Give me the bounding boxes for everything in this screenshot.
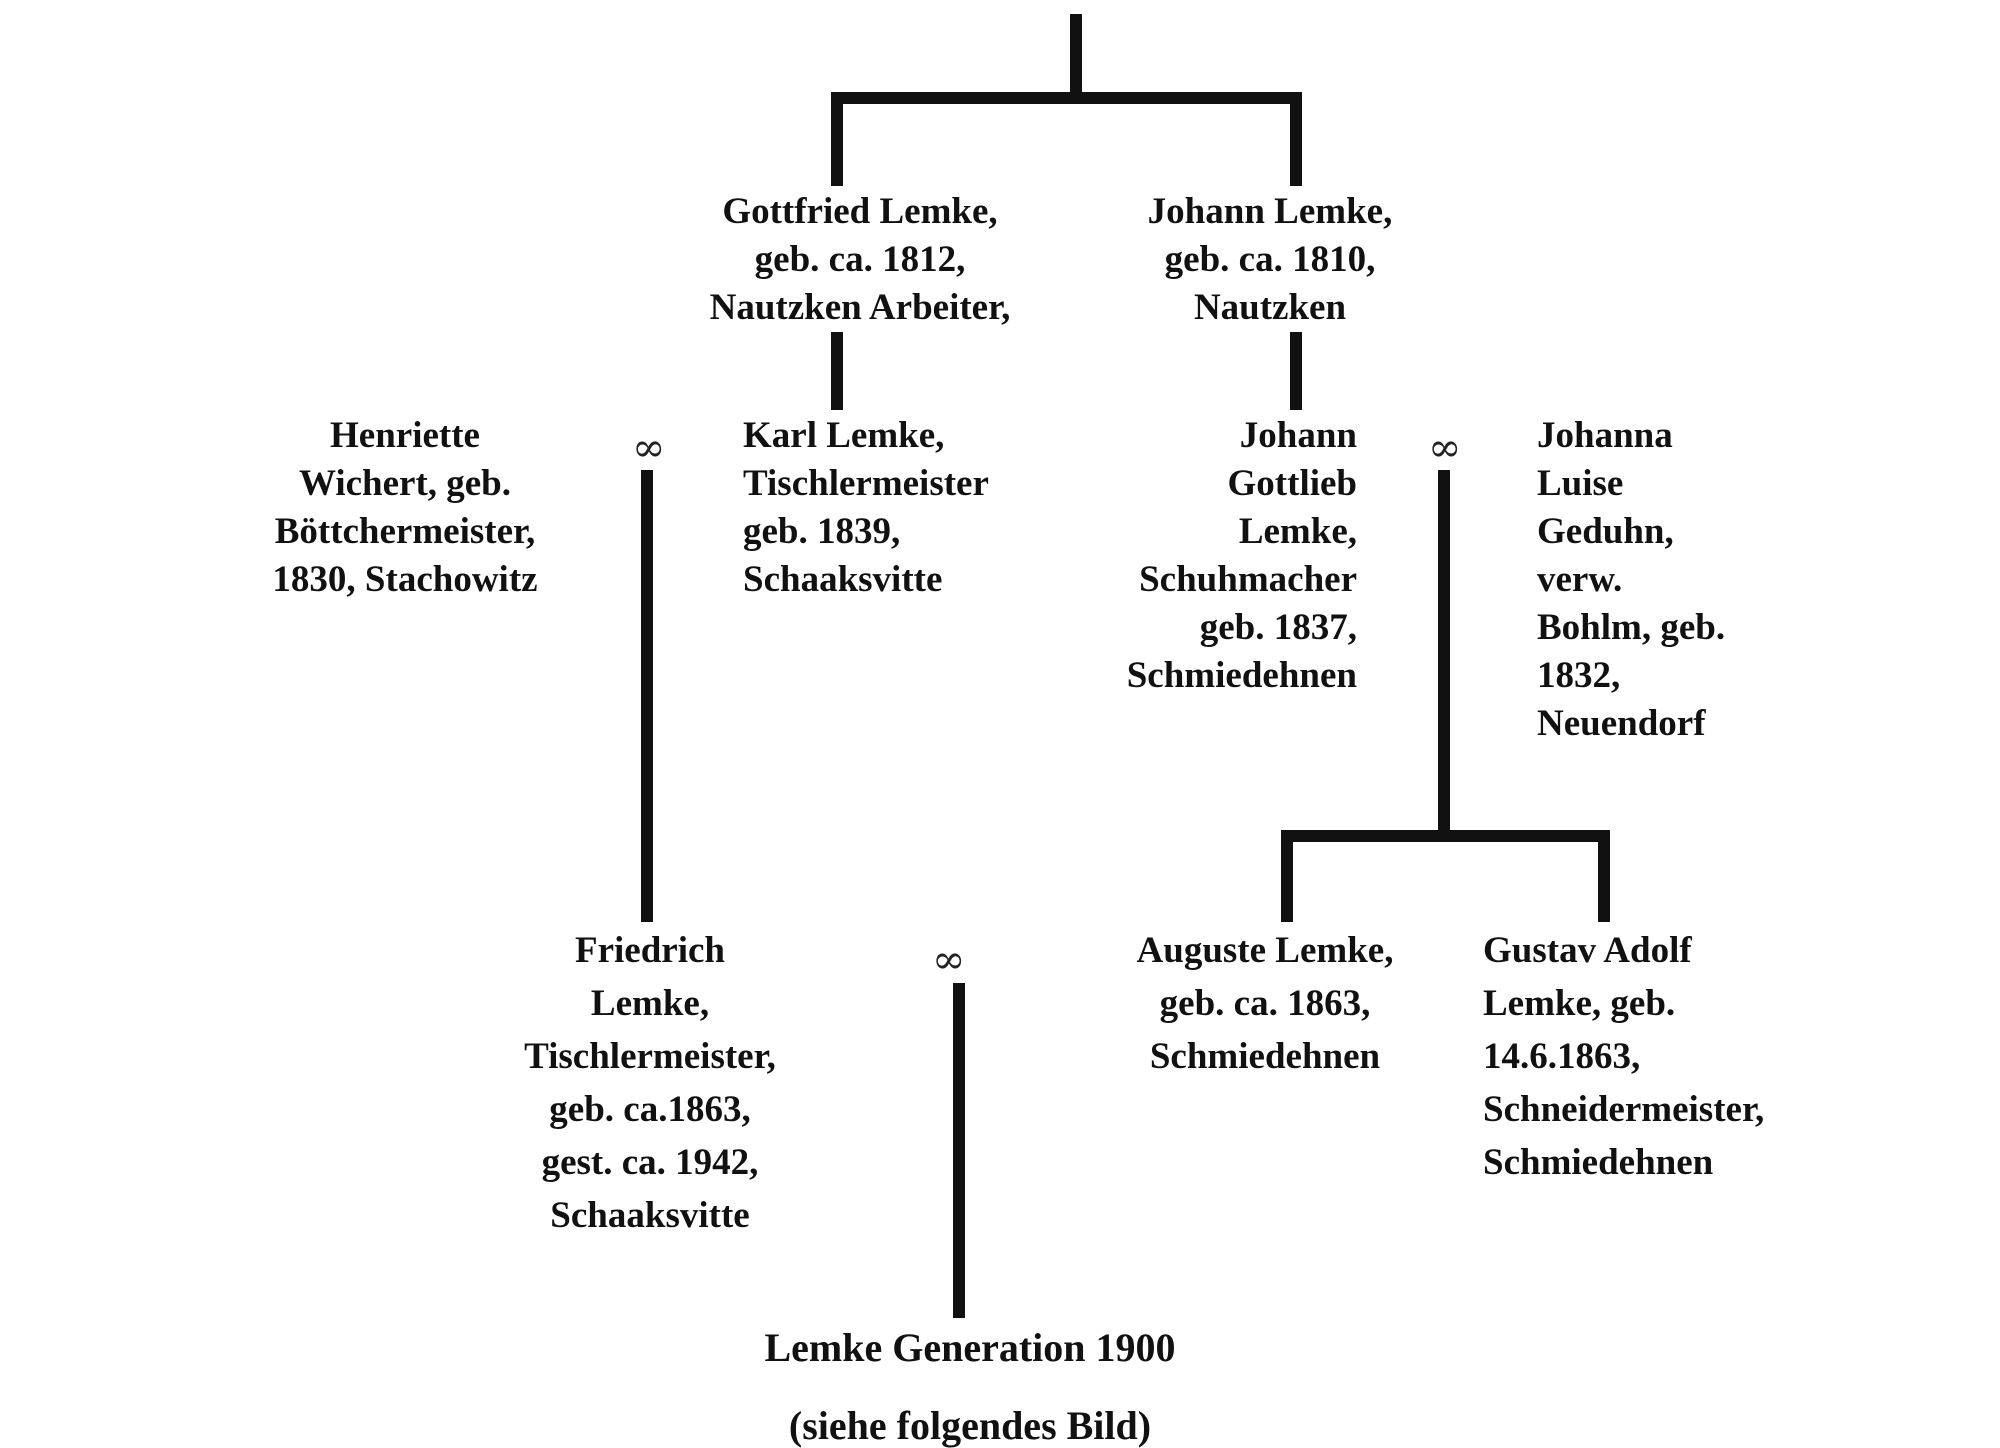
person-text-line: Henriette: [330, 415, 480, 456]
person-text-line: Johanna: [1537, 415, 1673, 456]
person-text-line: Gustav Adolf: [1483, 930, 1692, 971]
person-text-line: Luise: [1537, 463, 1624, 504]
next-generation-title: Lemke Generation 1900: [764, 1325, 1176, 1370]
person-text-line: geb. ca. 1810,: [1164, 239, 1376, 280]
person-text-line: Geduhn,: [1537, 511, 1674, 552]
person-text-line: Tischlermeister,: [524, 1036, 776, 1077]
person-text-line: Schaaksvitte: [743, 559, 943, 600]
person-auguste-lemke: Auguste Lemke, geb. ca. 1863, Schmiedehn…: [1090, 924, 1440, 1083]
marriage-symbol: ∞: [632, 425, 666, 471]
person-text-line: 1830, Stachowitz: [272, 559, 538, 600]
person-johann-lemke: Johann Lemke, geb. ca. 1810, Nautzken: [1110, 188, 1430, 332]
person-text-line: Schmiedehnen: [1126, 655, 1357, 696]
person-karl-lemke: Karl Lemke, Tischlermeister geb. 1839, S…: [743, 412, 1043, 604]
marriage-symbol: ∞: [932, 937, 966, 983]
person-text-line: Johann: [1239, 415, 1357, 456]
person-henriette-wichert: Henriette Wichert, geb. Böttchermeister,…: [240, 412, 570, 604]
person-text-line: Schmiedehnen: [1149, 1036, 1381, 1077]
person-text-line: Schmiedehnen: [1483, 1142, 1714, 1183]
next-generation-note: (siehe folgendes Bild): [788, 1403, 1152, 1448]
person-text-line: Schaaksvitte: [550, 1195, 750, 1236]
person-gottfried-lemke: Gottfried Lemke, geb. ca. 1812, Nautzken…: [660, 188, 1060, 332]
person-text-line: Wichert, geb.: [298, 463, 512, 504]
person-text-line: Schneidermeister,: [1483, 1089, 1765, 1130]
person-text-line: Johann Lemke,: [1147, 191, 1393, 232]
person-text-line: geb. ca. 1812,: [754, 239, 966, 280]
person-text-line: Nautzken: [1193, 287, 1347, 328]
person-text-line: gest. ca. 1942,: [541, 1142, 759, 1183]
person-text-line: Gottfried Lemke,: [722, 191, 998, 232]
person-text-line: Karl Lemke,: [743, 415, 945, 456]
person-gustav-adolf-lemke: Gustav Adolf Lemke, geb. 14.6.1863, Schn…: [1483, 924, 1863, 1189]
person-text-line: Gottlieb: [1227, 463, 1357, 504]
person-text-line: Lemke, geb.: [1483, 983, 1676, 1024]
person-text-line: Böttchermeister,: [274, 511, 536, 552]
person-text-line: geb. 1839,: [743, 511, 901, 552]
person-johanna-luise-geduhn: Johanna Luise Geduhn, verw. Bohlm, geb. …: [1537, 412, 1797, 748]
person-text-line: Friedrich: [574, 930, 725, 971]
person-text-line: Tischlermeister: [743, 463, 989, 504]
person-text-line: Neuendorf: [1537, 703, 1706, 744]
marriage-symbol: ∞: [1428, 425, 1462, 471]
person-text-line: 14.6.1863,: [1483, 1036, 1641, 1077]
person-text-line: geb. ca.1863,: [549, 1089, 751, 1130]
person-text-line: 1832,: [1537, 655, 1621, 696]
person-text-line: verw.: [1537, 559, 1623, 600]
person-text-line: Auguste Lemke,: [1136, 930, 1394, 971]
person-text-line: geb. 1837,: [1199, 607, 1357, 648]
connector-top-bracket: [831, 92, 1302, 186]
person-text-line: Lemke,: [590, 983, 710, 1024]
person-text-line: geb. ca. 1863,: [1159, 983, 1371, 1024]
person-friedrich-lemke: Friedrich Lemke, Tischlermeister, geb. c…: [470, 924, 830, 1242]
connector-children-bracket: [1281, 830, 1610, 922]
person-text-line: Nautzken Arbeiter,: [709, 287, 1011, 328]
person-text-line: Bohlm, geb.: [1537, 607, 1726, 648]
person-johann-gottlieb-lemke: Johann Gottlieb Lemke, Schuhmacher geb. …: [1050, 412, 1357, 700]
person-text-line: Schuhmacher: [1139, 559, 1357, 600]
person-text-line: Lemke,: [1238, 511, 1357, 552]
